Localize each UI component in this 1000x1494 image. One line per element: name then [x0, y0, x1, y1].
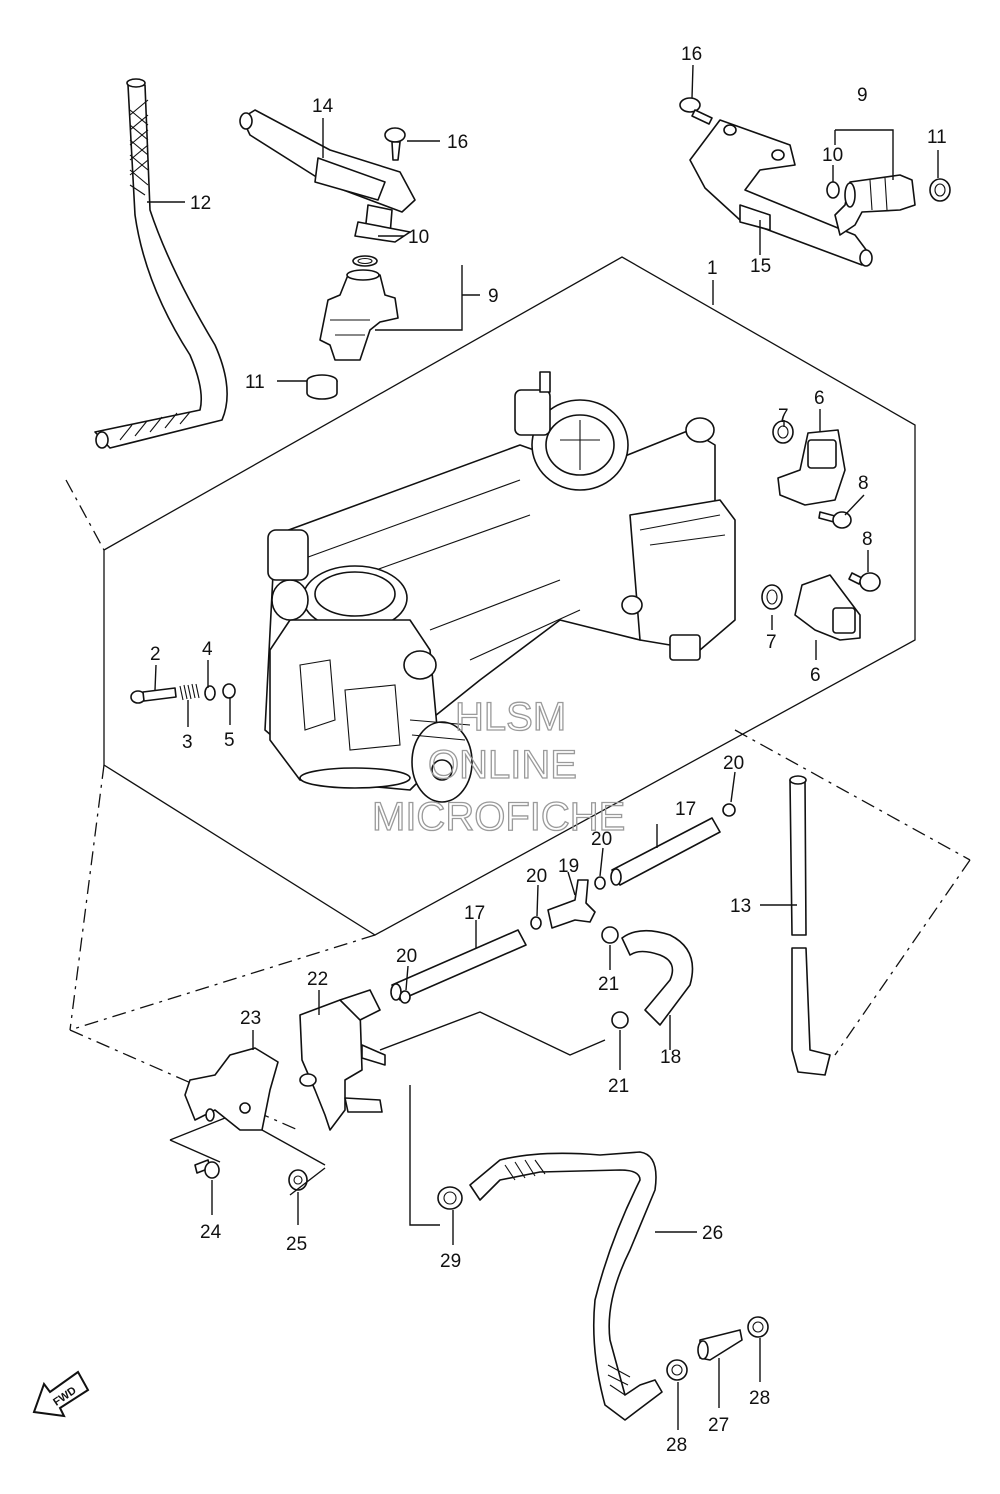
callout-10a: 10: [408, 227, 429, 248]
callout-10b: 10: [822, 145, 843, 166]
hose-17-lower[interactable]: [390, 929, 527, 1001]
callout-17b: 17: [464, 903, 485, 924]
screw-2[interactable]: [130, 687, 177, 704]
hose-18[interactable]: [621, 929, 694, 1026]
callout-9a: 9: [488, 286, 499, 307]
clamp-20-b[interactable]: [594, 876, 606, 890]
clamp-21-b[interactable]: [611, 1011, 629, 1029]
o-ring-7-upper[interactable]: [772, 420, 794, 444]
callout-23: 23: [240, 1008, 261, 1029]
callout-29: 29: [440, 1251, 461, 1272]
o-ring-5[interactable]: [222, 683, 236, 699]
o-ring-10-right[interactable]: [826, 181, 840, 199]
spring-3[interactable]: [179, 683, 200, 701]
callout-19: 19: [558, 856, 579, 877]
bracket-23[interactable]: [184, 1047, 279, 1131]
callout-11b: 11: [927, 127, 947, 148]
clamp-28-right[interactable]: [747, 1316, 769, 1338]
throttle-body[interactable]: [264, 371, 736, 803]
callout-4: 4: [202, 639, 213, 660]
callout-26: 26: [702, 1223, 723, 1244]
washer-4[interactable]: [204, 685, 216, 701]
injector-9-left[interactable]: [319, 269, 399, 361]
nut-25[interactable]: [288, 1169, 308, 1191]
hose-13[interactable]: [789, 775, 831, 1076]
callout-labels: 1 2 3 4 5 6 6 7 7 8 8 9 9 10 10 11 11 12…: [150, 44, 947, 1456]
callout-21a: 21: [598, 974, 619, 995]
leader-lines: [147, 64, 939, 1430]
clamp-20-a[interactable]: [722, 803, 736, 817]
callout-5: 5: [224, 730, 235, 751]
callout-24: 24: [200, 1222, 222, 1243]
callout-28a: 28: [749, 1388, 770, 1409]
watermark-line-1: HLSM: [455, 695, 566, 739]
clamp-28-left[interactable]: [666, 1359, 688, 1381]
delivery-pipe-15[interactable]: [689, 119, 873, 267]
callout-7a: 7: [778, 406, 789, 427]
callout-17a: 17: [675, 799, 696, 820]
callout-28b: 28: [666, 1435, 687, 1456]
callout-20b: 20: [591, 829, 612, 850]
o-ring-10-left[interactable]: [352, 255, 378, 267]
callout-20a: 20: [723, 753, 744, 774]
o-ring-7-lower[interactable]: [761, 584, 783, 610]
callout-25: 25: [286, 1234, 307, 1255]
callout-8a: 8: [858, 473, 869, 494]
callout-7b: 7: [766, 632, 777, 653]
callout-13: 13: [730, 896, 751, 917]
callout-3: 3: [182, 732, 193, 753]
callout-8b: 8: [862, 529, 873, 550]
callout-9b: 9: [857, 85, 868, 106]
bolt-24[interactable]: [194, 1159, 220, 1179]
callout-14: 14: [312, 96, 334, 117]
fwd-arrow: FWD: [32, 1370, 90, 1418]
sensor-6-upper[interactable]: [777, 429, 846, 506]
callout-16b: 16: [681, 44, 702, 65]
clamp-29[interactable]: [437, 1186, 463, 1210]
callout-6b: 6: [810, 665, 821, 686]
hose-17-upper[interactable]: [610, 817, 721, 886]
screw-8-lower[interactable]: [848, 572, 881, 592]
joint-27[interactable]: [697, 1329, 743, 1361]
cushion-11-right[interactable]: [929, 178, 951, 202]
watermark: HLSM ONLINE MICROFICHE: [371, 694, 626, 839]
callout-21b: 21: [608, 1076, 629, 1097]
callout-16a: 16: [447, 132, 468, 153]
screw-8-upper[interactable]: [818, 511, 852, 529]
delivery-pipe-14[interactable]: [239, 109, 416, 243]
watermark-line-3: MICROFICHE: [372, 795, 625, 839]
screw-16-left[interactable]: [384, 127, 406, 161]
clamp-20-d[interactable]: [399, 990, 411, 1004]
callout-15: 15: [750, 256, 771, 277]
clamp-20-c[interactable]: [530, 916, 542, 930]
cushion-11-left[interactable]: [306, 374, 338, 400]
callout-12: 12: [190, 193, 211, 214]
fuel-hose-12[interactable]: [94, 78, 228, 449]
injector-9-right[interactable]: [834, 174, 916, 236]
solenoid-valve-22[interactable]: [299, 989, 386, 1131]
screw-16-right[interactable]: [679, 97, 713, 125]
callout-2: 2: [150, 644, 161, 665]
callout-22: 22: [307, 969, 328, 990]
watermark-line-2: ONLINE: [428, 743, 577, 787]
callout-20d: 20: [396, 946, 417, 967]
hose-26[interactable]: [469, 1151, 663, 1421]
joint-19[interactable]: [547, 879, 596, 929]
callout-11a: 11: [245, 372, 265, 393]
callout-18: 18: [660, 1047, 681, 1068]
clamp-21-a[interactable]: [601, 926, 619, 944]
callout-1: 1: [707, 258, 718, 279]
callout-6a: 6: [814, 388, 825, 409]
callout-20c: 20: [526, 866, 547, 887]
callout-27: 27: [708, 1415, 729, 1436]
sensor-6-lower[interactable]: [794, 574, 861, 641]
